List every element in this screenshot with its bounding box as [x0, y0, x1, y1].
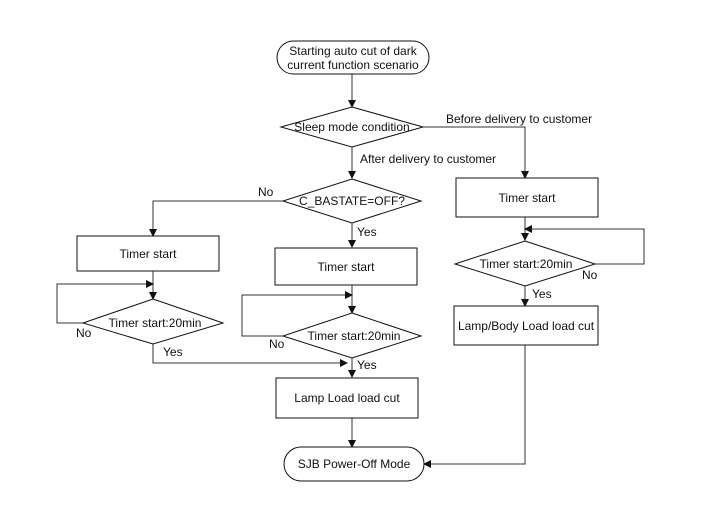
after-delivery-label: After delivery to customer: [360, 152, 496, 166]
check-mid-decision: [281, 312, 423, 359]
lamp-cut-box: [275, 377, 419, 419]
start-label-line1: Starting auto cut of dark: [289, 44, 417, 58]
edge-right-to-end: [423, 345, 526, 468]
check-right-decision: [453, 240, 597, 287]
start-terminal: [276, 40, 430, 75]
edge-sleep-to-right-timer: [423, 126, 529, 179]
timer-left-box: [76, 235, 220, 272]
end-label: SJB Power-Off Mode: [298, 457, 411, 471]
timer-right-box: [455, 177, 599, 218]
timer-right-label: Timer start: [499, 191, 557, 205]
right-no-label: No: [582, 268, 598, 282]
edge-left-loop: [56, 280, 154, 324]
before-delivery-label: Before delivery to customer: [446, 112, 592, 126]
timer-mid-box: [274, 247, 418, 286]
edge-mid-loop: [241, 291, 353, 337]
connectors: [56, 74, 645, 468]
mid-yes-label: Yes: [357, 358, 377, 372]
edge-bastate-no: [149, 200, 283, 237]
bastate-no-label: No: [258, 185, 274, 199]
start-label-line2: current function scenario: [287, 58, 419, 72]
check-right-label: Timer start:20min: [480, 257, 573, 271]
lamp-body-cut-label: Lamp/Body Load load cut: [458, 319, 595, 333]
bastate-decision: [281, 178, 423, 224]
mid-no-label: No: [269, 337, 285, 351]
timer-mid-label: Timer start: [318, 260, 376, 274]
left-no-label: No: [76, 326, 92, 340]
node-labels: Starting auto cut of dark current functi…: [109, 44, 595, 471]
timer-left-label: Timer start: [120, 247, 178, 261]
check-mid-label: Timer start:20min: [308, 329, 401, 343]
edge-labels: Before delivery to customer After delive…: [76, 112, 598, 372]
edge-right-loop: [524, 225, 645, 265]
bastate-yes-label: Yes: [357, 225, 377, 239]
right-yes-label: Yes: [532, 287, 552, 301]
sleep-condition-decision: [279, 106, 425, 148]
edge-left-yes: [152, 344, 348, 367]
check-left-label: Timer start:20min: [109, 316, 202, 330]
end-terminal: [283, 446, 425, 482]
left-yes-label: Yes: [163, 345, 183, 359]
sleep-condition-label: Sleep mode condition: [294, 120, 409, 134]
check-left-decision: [81, 298, 225, 345]
lamp-body-cut-box: [453, 305, 599, 346]
bastate-label: C_BASTATE=OFF?: [299, 194, 405, 208]
lamp-cut-label: Lamp Load load cut: [294, 391, 400, 405]
shapes: [76, 40, 599, 482]
